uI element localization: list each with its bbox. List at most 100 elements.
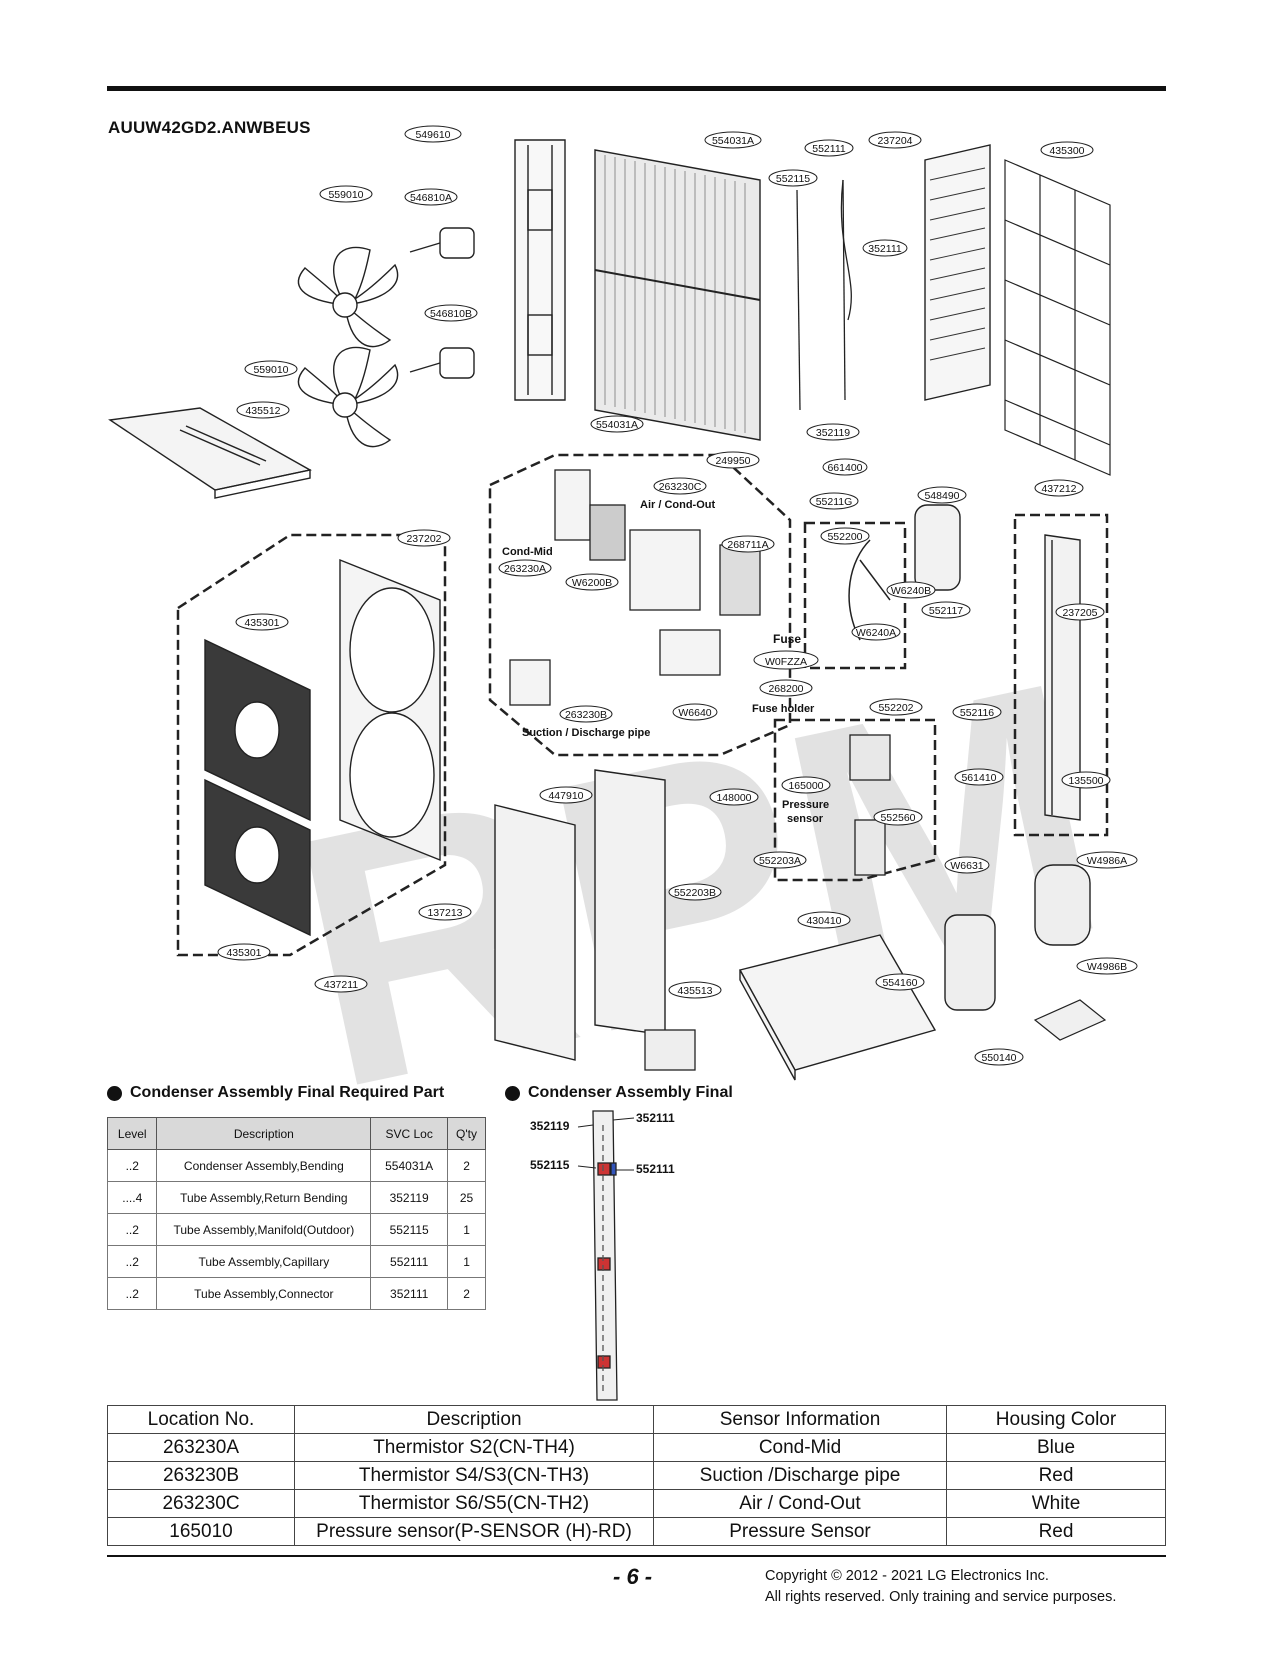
cell: 165010: [107, 1517, 295, 1546]
side-panel-outline: [1013, 513, 1109, 837]
table-row: 263230A Thermistor S2(CN-TH4) Cond-Mid B…: [107, 1433, 1166, 1462]
col-location-no: Location No.: [107, 1405, 295, 1434]
table-row: 263230C Thermistor S6/S5(CN-TH2) Air / C…: [107, 1489, 1166, 1518]
cell: 552111: [370, 1245, 449, 1278]
compressor-cover: [1034, 864, 1091, 946]
callout-263230B: 263230B: [565, 709, 607, 721]
cell: 263230C: [107, 1489, 295, 1518]
control-box-parts: [509, 469, 761, 706]
base-plate: [1033, 999, 1107, 1041]
cell: Thermistor S4/S3(CN-TH3): [294, 1461, 654, 1490]
callout-55211G: 55211G: [816, 496, 853, 508]
label-552115: 552115: [530, 1158, 570, 1172]
cell: Red: [946, 1517, 1166, 1546]
cell: Red: [946, 1461, 1166, 1490]
annotation-labels: Air / Cond-Out Cond-Mid Fuse Fuse holder…: [502, 499, 829, 825]
label-352119: 352119: [530, 1119, 570, 1133]
callout-237204: 237204: [877, 135, 912, 147]
bullet-icon: [107, 1085, 122, 1101]
callout-550140: 550140: [981, 1052, 1016, 1064]
label-sensor: sensor: [787, 813, 824, 825]
pipe-assembly: [848, 539, 891, 641]
col-qty: Q'ty: [447, 1117, 486, 1150]
copyright-line-2: All rights reserved. Only training and s…: [765, 1589, 1117, 1605]
final-section-title: Condenser Assembly Final: [505, 1084, 733, 1102]
callout-546810B: 546810B: [430, 308, 472, 320]
label-cond-mid: Cond-Mid: [502, 546, 553, 558]
callout-268200: 268200: [768, 683, 803, 695]
cell: 1: [447, 1245, 486, 1278]
callout-561410: 561410: [961, 772, 996, 784]
callout-552203A: 552203A: [759, 855, 801, 867]
bullet-icon: [505, 1085, 520, 1101]
cell: Pressure sensor(P-SENSOR (H)-RD): [294, 1517, 654, 1546]
manifold-tubes: [796, 179, 852, 411]
parts-section-title: Condenser Assembly Final Required Part: [107, 1084, 444, 1102]
cell: Tube Assembly,Connector: [156, 1277, 372, 1310]
cell: ....4: [106, 1181, 158, 1214]
callout-554031A-b: 554031A: [596, 419, 638, 431]
callout-552200: 552200: [827, 531, 862, 543]
label-pressure: Pressure: [782, 799, 829, 811]
table-row: 165010 Pressure sensor(P-SENSOR (H)-RD) …: [107, 1517, 1166, 1546]
callout-552560: 552560: [880, 812, 915, 824]
col-svc-loc: SVC Loc: [370, 1117, 449, 1150]
fan-motor-upper: [409, 227, 475, 259]
callout-435301: 435301: [244, 617, 279, 629]
cell: Tube Assembly,Return Bending: [156, 1181, 372, 1214]
top-plate: [108, 407, 312, 499]
parts-table-header: Level Description SVC Loc Q'ty: [106, 1117, 486, 1150]
side-panel-left: [494, 769, 666, 1061]
cell: 263230A: [107, 1433, 295, 1462]
callout-552203B: 552203B: [674, 887, 716, 899]
pipe-assembly-outline: [803, 521, 907, 670]
callout-165000: 165000: [788, 780, 823, 792]
label-552111: 552111: [636, 1162, 675, 1176]
col-housing-color: Housing Color: [946, 1405, 1166, 1434]
valve-assembly: [849, 734, 891, 876]
bottom-rule: [107, 1555, 1166, 1557]
cell: Air / Cond-Out: [653, 1489, 947, 1518]
bracket: [644, 1029, 696, 1071]
col-level: Level: [106, 1117, 158, 1150]
col-description: Description: [294, 1405, 654, 1434]
callout-548490: 548490: [924, 490, 959, 502]
cell: White: [946, 1489, 1166, 1518]
top-rule: [107, 86, 1166, 91]
callout-552111: 552111: [812, 143, 846, 155]
callout-263230C: 263230C: [659, 481, 702, 493]
callouts: [217, 125, 1138, 1066]
parts-table: Level Description SVC Loc Q'ty ..2 Conde…: [106, 1117, 486, 1310]
callout-549610: 549610: [415, 129, 450, 141]
table-row: 263230B Thermistor S4/S3(CN-TH3) Suction…: [107, 1461, 1166, 1490]
sensor-table: Location No. Description Sensor Informat…: [107, 1405, 1166, 1546]
label-352111: 352111: [636, 1111, 675, 1125]
callout-435301-b: 435301: [226, 947, 261, 959]
accumulator: [914, 504, 961, 591]
base-pan: [738, 934, 937, 1081]
motor-bracket: [514, 139, 566, 401]
callout-430410: 430410: [806, 915, 841, 927]
callout-435513: 435513: [677, 985, 712, 997]
fan-upper: [297, 246, 399, 348]
control-box-outline: [488, 453, 792, 757]
cell: Suction /Discharge pipe: [653, 1461, 947, 1490]
callout-552116: 552116: [960, 707, 994, 719]
copyright-line-1: Copyright © 2012 - 2021 LG Electronics I…: [765, 1568, 1049, 1584]
sensor-table-header: Location No. Description Sensor Informat…: [107, 1405, 1166, 1434]
cell: 554031A: [370, 1149, 449, 1182]
label-fuse: Fuse: [773, 632, 801, 646]
model-number: AUUW42GD2.ANWBEUS: [108, 118, 311, 137]
callout-263230A: 263230A: [504, 563, 546, 575]
callout-559010-b: 559010: [253, 364, 288, 376]
callout-554031A: 554031A: [712, 135, 754, 147]
condenser-coil: [594, 149, 761, 441]
label-air-cond-out: Air / Cond-Out: [640, 499, 715, 511]
label-fuse-holder: Fuse holder: [752, 703, 815, 715]
table-row: ..2 Tube Assembly,Manifold(Outdoor) 5521…: [106, 1213, 486, 1246]
label-suction-discharge: Suction / Discharge pipe: [522, 727, 650, 739]
callout-W0FZZA: W0FZZA: [765, 656, 807, 668]
cell: Pressure Sensor: [653, 1517, 947, 1546]
callout-237205: 237205: [1062, 607, 1097, 619]
